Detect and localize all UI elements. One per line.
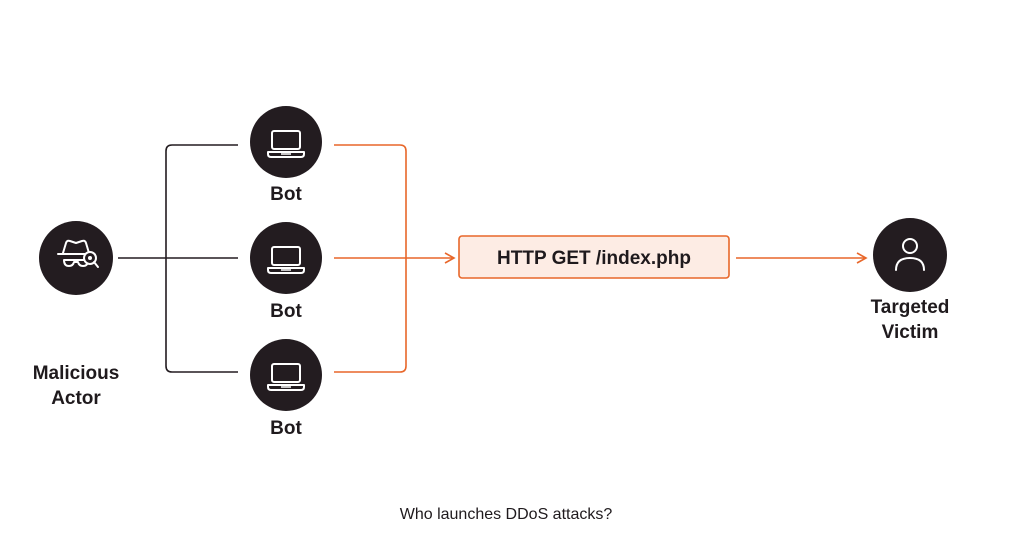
bot-request-connector (334, 144, 456, 373)
bot-label: Bot (270, 418, 302, 439)
bot-node: Bot (250, 339, 322, 439)
actor-bot-connector (118, 144, 238, 373)
user-icon (895, 238, 925, 271)
spy-icon (57, 239, 99, 268)
bot-node: Bot (250, 222, 322, 322)
laptop-icon (267, 246, 305, 274)
laptop-icon (267, 130, 305, 158)
bot-label: Bot (270, 301, 302, 322)
bot-node: Bot (250, 106, 322, 205)
victim-label-line1: Targeted (871, 297, 950, 318)
laptop-icon (267, 363, 305, 391)
victim-label-line2: Victim (882, 322, 939, 343)
bot-label: Bot (270, 184, 302, 205)
actor-label-line1: Malicious (33, 363, 120, 384)
http-request-label: HTTP GET /index.php (497, 248, 691, 269)
figure-caption: Who launches DDoS attacks? (399, 506, 613, 523)
malicious-actor-node: Malicious Actor (33, 221, 120, 409)
http-request-box: HTTP GET /index.php (458, 235, 730, 279)
targeted-victim-node: Targeted Victim (871, 218, 950, 343)
actor-label-line2: Actor (51, 388, 101, 409)
